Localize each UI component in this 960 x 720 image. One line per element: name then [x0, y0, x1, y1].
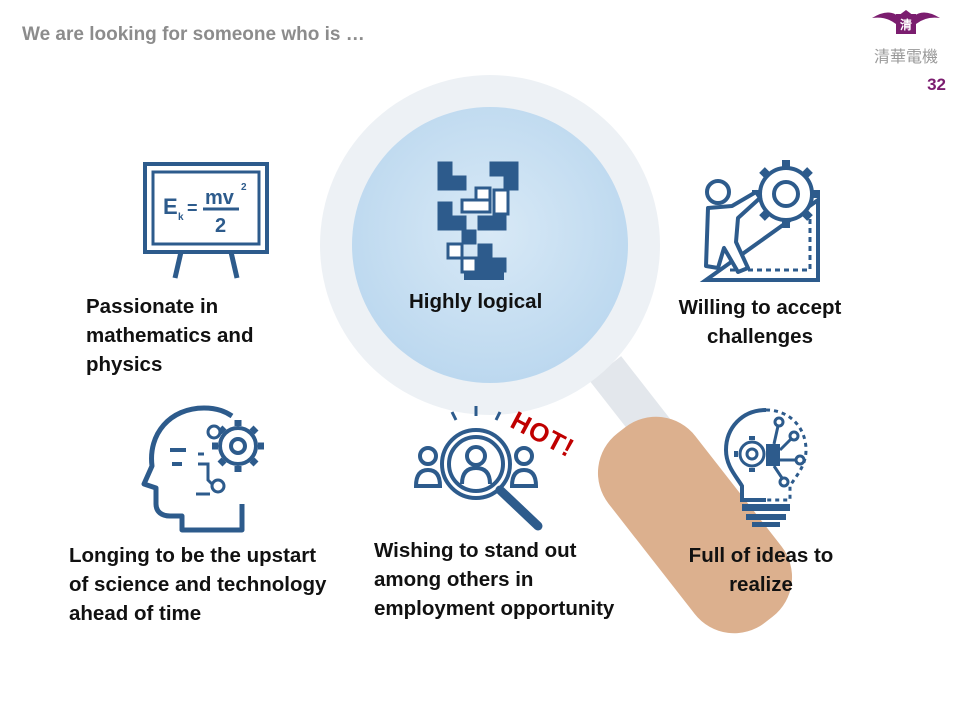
trait-label-challenges: Willing to accept challenges	[678, 296, 842, 348]
svg-text:k: k	[178, 212, 184, 223]
trait-label-stand-out: Wishing to stand out among others in emp…	[374, 539, 615, 620]
svg-text:2: 2	[215, 215, 226, 237]
university-logo: 清 清華電機	[872, 10, 940, 66]
blackboard-formula-icon: E k = mv 2 2	[143, 162, 269, 279]
lightbulb-circuit-icon	[723, 408, 808, 527]
tetris-blocks-icon	[437, 161, 519, 280]
search-person-icon	[413, 406, 543, 531]
magnifier-handle	[589, 356, 793, 634]
svg-text:2: 2	[241, 182, 247, 193]
climbing-gear-icon	[699, 160, 820, 282]
trait-label-logical: Highly logical	[409, 290, 543, 313]
logo-text: 清華電機	[874, 47, 938, 66]
svg-text:E: E	[163, 194, 178, 219]
trait-label-math-physics: Passionate in mathematics and physics	[86, 295, 254, 376]
page-number: 32	[927, 75, 946, 94]
head-gear-icon	[141, 405, 264, 533]
page-heading: We are looking for someone who is …	[22, 24, 365, 45]
svg-text:mv: mv	[205, 187, 235, 209]
trait-label-ideas: Full of ideas to realize	[688, 544, 834, 596]
svg-text:清: 清	[900, 17, 912, 32]
trait-label-upstart: Longing to be the upstart of science and…	[69, 544, 327, 625]
svg-text:=: =	[187, 198, 198, 218]
